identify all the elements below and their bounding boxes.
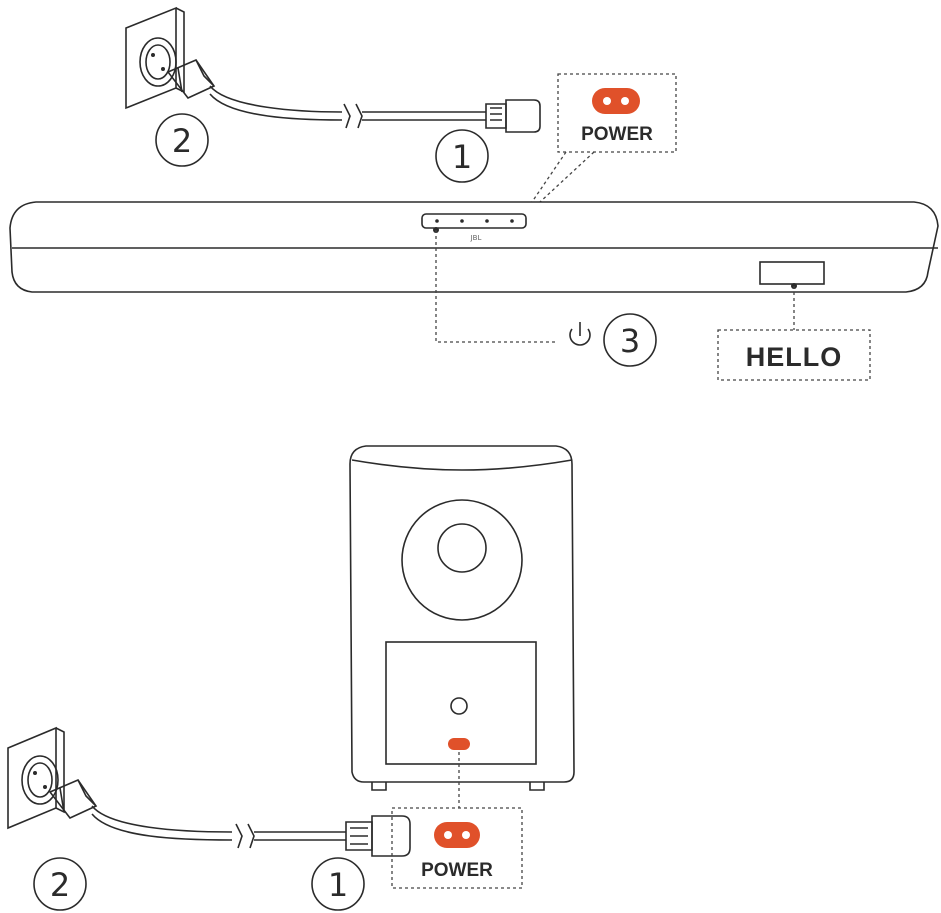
step-2-marker-top: 2	[156, 114, 208, 166]
power-label-bottom: POWER	[421, 860, 493, 881]
display-label: HELLO	[746, 342, 843, 372]
power-connector-sub	[448, 738, 470, 750]
step-3-label: 3	[620, 322, 640, 360]
brand-mark: JBL	[470, 234, 482, 242]
soundbar: JBL	[10, 202, 938, 292]
power-connector-icon-bottom	[434, 822, 480, 848]
step-1-label-bottom: 1	[328, 866, 348, 904]
power-connector-icon-top	[592, 88, 640, 114]
power-cord-top	[168, 60, 540, 132]
power-label-top: POWER	[581, 124, 653, 145]
power-callout-top: POWER	[532, 74, 676, 202]
display-callout: HELLO	[718, 283, 870, 380]
power-icon	[570, 322, 590, 345]
power-callout-bottom: POWER	[392, 808, 522, 888]
step-1-marker-top: 1	[436, 130, 488, 182]
wall-socket-top	[126, 8, 184, 108]
wall-socket-bottom	[8, 728, 64, 828]
step-2-label-bottom: 2	[50, 866, 70, 904]
step-2-marker-bottom: 2	[34, 858, 86, 910]
subwoofer	[350, 446, 574, 808]
display-window	[760, 262, 824, 284]
step-1-label-top: 1	[452, 138, 472, 176]
step-2-label-top: 2	[172, 122, 192, 160]
step-1-marker-bottom: 1	[312, 858, 364, 910]
power-cord-bottom	[50, 780, 410, 856]
